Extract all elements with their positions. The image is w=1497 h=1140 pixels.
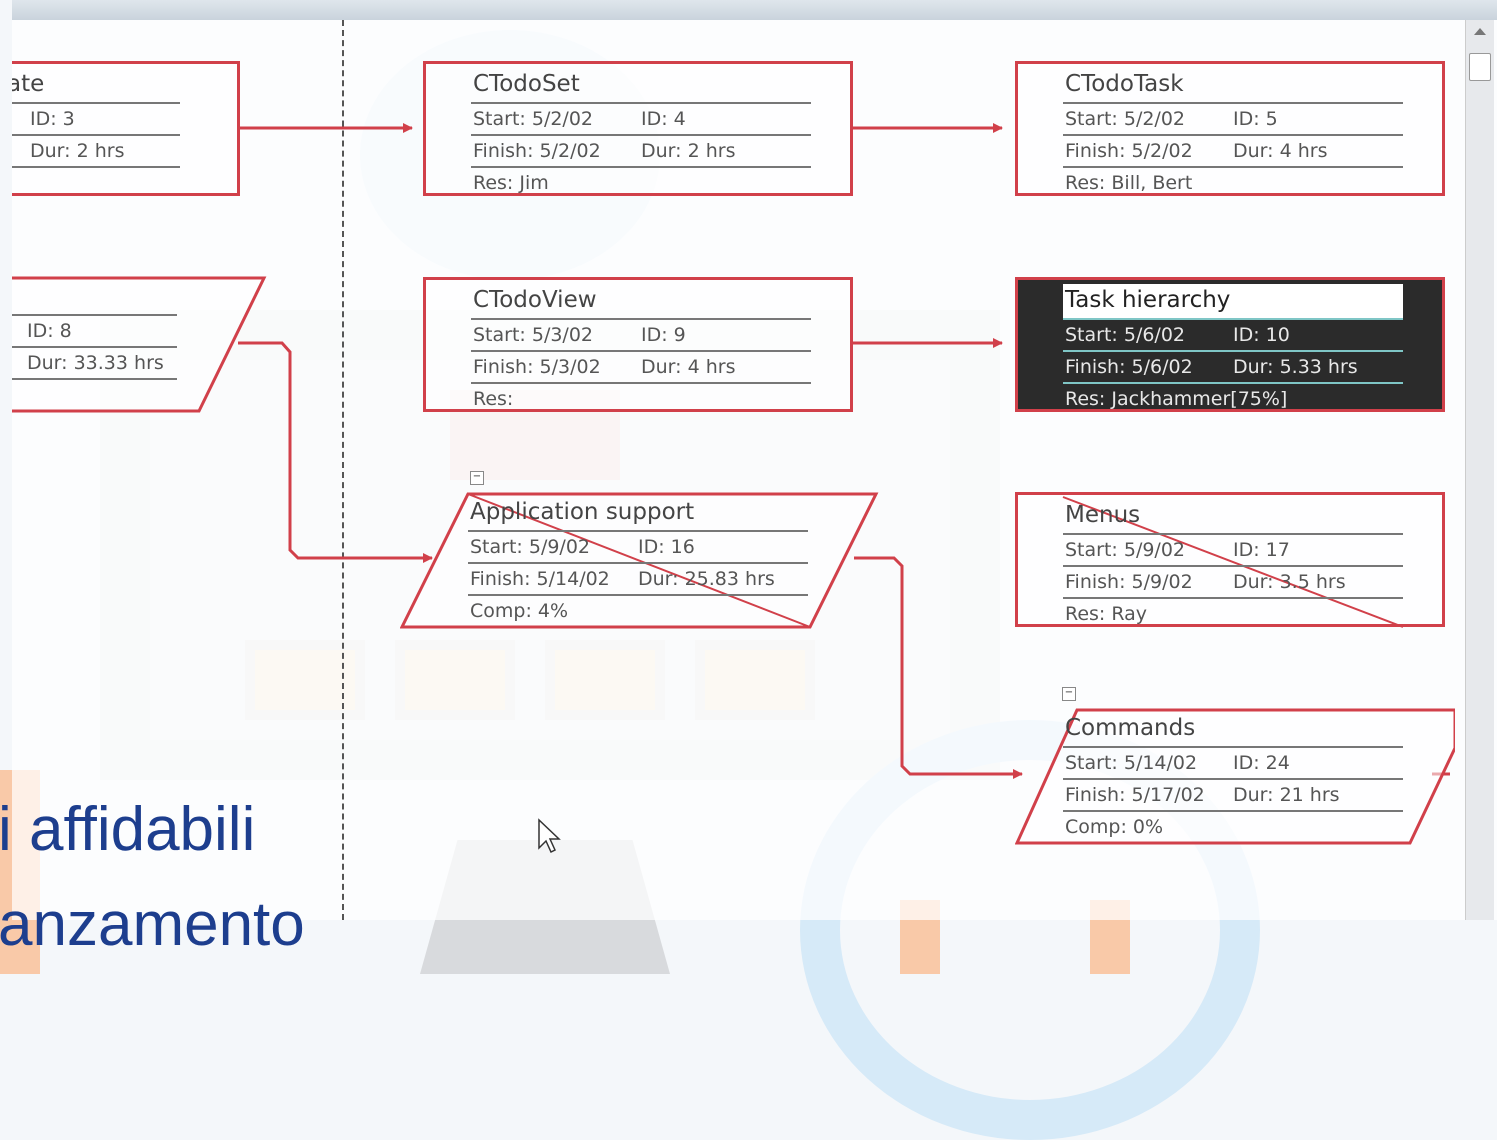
window-top-bar — [12, 0, 1497, 20]
task-finish: Finish: 5/3/02 — [473, 356, 601, 378]
vertical-scrollbar[interactable] — [1465, 20, 1494, 920]
task-node-task-hierarchy-selected[interactable]: Task hierarchy Start: 5/6/02 ID: 10 Finis… — [1015, 277, 1445, 412]
task-finish: Finish: 5/9/02 — [1065, 571, 1193, 593]
task-duration: Dur: 2 hrs — [30, 140, 125, 162]
task-resources: Res: Jim — [473, 172, 549, 194]
summary-node-8[interactable]: ID: 8 Dur: 33.33 hrs — [12, 276, 267, 413]
task-id: ID: 17 — [1233, 539, 1290, 561]
summary-node-commands[interactable]: Commands Start: 5/14/02 ID: 24 Finish: 5/… — [1015, 708, 1455, 845]
dependency-links — [238, 123, 1450, 779]
task-id: ID: 5 — [1233, 108, 1278, 130]
task-node-title: ate — [12, 68, 180, 104]
task-resources: Res: Bill, Bert — [1065, 172, 1193, 194]
task-node-title: Task hierarchy — [1063, 284, 1403, 320]
task-id: ID: 9 — [641, 324, 686, 346]
task-completion: Comp: 4% — [470, 600, 569, 622]
task-node-3[interactable]: ate ID: 3 Dur: 2 hrs — [12, 61, 240, 196]
task-finish: Finish: 5/17/02 — [1065, 784, 1205, 806]
collapse-toggle-icon[interactable]: − — [470, 471, 484, 485]
task-node-ctodoview[interactable]: CTodoView Start: 5/3/02 ID: 9 Finish: 5/3… — [423, 277, 853, 412]
task-start: Start: 5/2/02 — [1065, 108, 1186, 130]
task-resources: Res: Jackhammer[75%] — [1065, 388, 1288, 410]
task-duration: Dur: 5.33 hrs — [1233, 356, 1358, 378]
scroll-up-arrow-icon[interactable] — [1474, 28, 1486, 35]
task-node-title: Menus — [1063, 499, 1403, 535]
task-node-title: CTodoTask — [1063, 68, 1403, 104]
task-duration: Dur: 4 hrs — [1233, 140, 1328, 162]
task-start: Start: 5/9/02 — [1065, 539, 1186, 561]
task-start: Start: 5/3/02 — [473, 324, 594, 346]
task-start: Start: 5/2/02 — [473, 108, 594, 130]
task-duration: Dur: 4 hrs — [641, 356, 736, 378]
task-id: ID: 8 — [27, 320, 72, 342]
task-id: ID: 16 — [638, 536, 695, 558]
arrow-cursor-icon — [538, 818, 561, 854]
task-node-title: CTodoView — [471, 284, 811, 320]
task-node-title: CTodoSet — [471, 68, 811, 104]
link-8-to-16 — [238, 341, 433, 563]
task-start: Start: 5/14/02 — [1065, 752, 1198, 774]
task-resources: Res: Ray — [1065, 603, 1148, 625]
task-finish: Finish: 5/6/02 — [1065, 356, 1193, 378]
task-completion: Comp: 0% — [1065, 816, 1164, 838]
link-16-to-24 — [854, 556, 1023, 779]
scroll-thumb[interactable] — [1469, 53, 1491, 81]
task-node-title — [12, 280, 177, 316]
task-duration: Dur: 25.83 hrs — [638, 568, 775, 590]
task-node-title: Application support — [468, 496, 808, 532]
task-finish: Finish: 5/2/02 — [473, 140, 601, 162]
slide-text-line-2: anzamento — [0, 890, 305, 959]
task-node-title: Commands — [1063, 712, 1403, 748]
task-duration: Dur: 33.33 hrs — [27, 352, 164, 374]
collapse-toggle-icon[interactable]: − — [1062, 687, 1076, 701]
slide-text-line-1: i affidabili — [0, 795, 256, 864]
task-start: Start: 5/9/02 — [470, 536, 591, 558]
page-break-line — [342, 20, 344, 920]
task-duration: Dur: 2 hrs — [641, 140, 736, 162]
task-finish: Finish: 5/14/02 — [470, 568, 610, 590]
task-id: ID: 3 — [30, 108, 75, 130]
task-finish: Finish: 5/2/02 — [1065, 140, 1193, 162]
task-start: Start: 5/6/02 — [1065, 324, 1186, 346]
network-diagram-window: ate ID: 3 Dur: 2 hrs CTodoSet Start: 5/2… — [12, 0, 1497, 920]
task-node-ctodoset[interactable]: CTodoSet Start: 5/2/02 ID: 4 Finish: 5/2/… — [423, 61, 853, 196]
task-id: ID: 10 — [1233, 324, 1290, 346]
task-node-ctodotask[interactable]: CTodoTask Start: 5/2/02 ID: 5 Finish: 5/2… — [1015, 61, 1445, 196]
network-diagram-canvas[interactable]: ate ID: 3 Dur: 2 hrs CTodoSet Start: 5/2… — [12, 0, 1497, 920]
task-duration: Dur: 3.5 hrs — [1233, 571, 1346, 593]
task-resources: Res: — [473, 388, 514, 410]
task-node-menus[interactable]: Menus Start: 5/9/02 ID: 17 Finish: 5/9/02… — [1015, 492, 1445, 628]
task-id: ID: 4 — [641, 108, 686, 130]
task-id: ID: 24 — [1233, 752, 1290, 774]
task-duration: Dur: 21 hrs — [1233, 784, 1340, 806]
